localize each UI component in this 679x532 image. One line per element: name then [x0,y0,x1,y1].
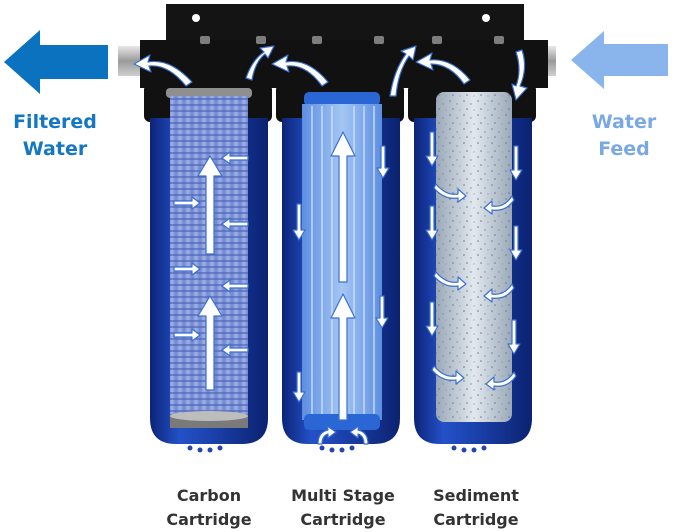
flow-arrow-icon [425,301,439,337]
flow-arrow-icon [433,271,467,291]
flow-arrow-icon [221,151,249,165]
flow-arrow-icon [221,217,249,231]
housing-carbon [150,88,268,453]
housing-sediment [414,92,532,453]
flow-arrow-icon [197,155,223,255]
flow-arrow-icon [507,319,521,355]
flow-arrow-icon [173,196,201,210]
outlet-label: Filtered Water [2,109,108,163]
flow-arrow-icon [389,45,417,97]
flow-arrow-icon [425,205,439,241]
flow-arrow-icon [221,343,249,357]
outlet-label-line1: Filtered [13,111,97,133]
flow-arrow-icon [197,295,223,391]
cartridge-label-line2: Cartridge [300,510,386,529]
cartridge-label-line2: Cartridge [433,510,519,529]
inlet-label-line2: Feed [598,138,650,160]
flow-arrow-icon [317,425,337,445]
flow-arrows [133,45,528,445]
flow-arrow-icon [483,283,515,303]
cartridge-label-line2: Cartridge [166,510,252,529]
cartridge-label-carbon: Carbon Cartridge [134,484,284,532]
mounting-bracket [166,4,524,40]
flow-arrow-icon [433,183,467,203]
inlet-arrow-icon [571,31,668,89]
flow-arrow-icon [292,203,306,241]
outlet-label-line2: Water [22,138,88,160]
outlet-arrow-icon [4,30,108,94]
flow-arrow-icon [511,49,528,101]
flow-arrow-icon [483,195,515,215]
bracket-hole-left [192,14,200,22]
cartridge-label-multi: Multi Stage Cartridge [268,484,418,532]
flow-arrow-icon [415,52,471,85]
flow-arrow-icon [221,279,249,293]
cartridge-label-sediment: Sediment Cartridge [401,484,551,532]
flow-arrow-icon [349,425,369,445]
flow-arrow-icon [173,262,201,276]
flow-arrow-icon [431,365,465,385]
flow-arrow-icon [271,54,329,87]
flow-arrow-icon [173,328,201,342]
bracket-hole-right [482,14,490,22]
flow-arrow-icon [376,145,390,179]
inlet-label-line1: Water [591,111,657,133]
flow-arrow-icon [509,225,523,261]
inlet-label: Water Feed [576,109,672,163]
flow-arrow-icon [425,131,439,167]
flow-arrow-icon [245,45,275,81]
cartridge-label-line1: Sediment [433,486,519,505]
flow-arrow-icon [509,145,523,181]
flow-arrow-icon [375,295,389,329]
cartridge-label-line1: Multi Stage [291,486,395,505]
flow-arrow-icon [133,54,193,87]
flow-arrow-icon [330,131,356,283]
cartridge-label-line1: Carbon [176,486,242,505]
flow-arrow-icon [292,371,306,403]
flow-arrow-icon [330,293,356,421]
manifold-head [140,40,548,88]
flow-arrow-icon [485,371,517,391]
